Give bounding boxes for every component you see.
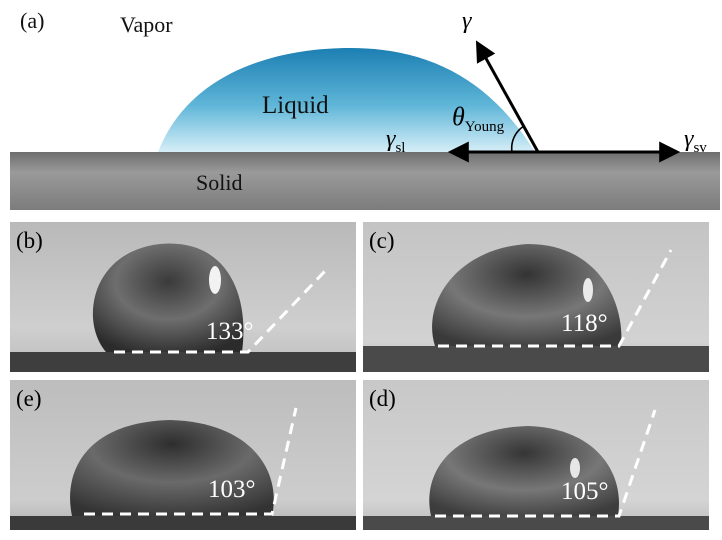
angle-b: 133°: [206, 318, 254, 345]
liquid-label: Liquid: [262, 92, 329, 119]
schematic-drawing: [10, 40, 720, 210]
panel-label-a: (a): [20, 8, 45, 33]
angle-line-e: [84, 407, 298, 516]
vapor-label: Vapor: [120, 12, 173, 37]
panel-label-e: (e): [16, 386, 42, 411]
angle-d: 105°: [561, 478, 609, 505]
angle-e: 103°: [208, 476, 256, 503]
panel-label-d: (d): [369, 386, 396, 411]
droplet-e: [70, 420, 274, 516]
panel-label-c: (c): [369, 228, 395, 253]
angle-c: 118°: [561, 310, 608, 337]
panel-label-b: (b): [16, 228, 43, 253]
schematic-panel: (a) Vapor Liquid Solid γ γsl γsv θYoung: [0, 0, 722, 215]
angle-line-d: [435, 409, 657, 518]
theta-arc: [510, 125, 525, 153]
gamma-label: γ: [462, 8, 472, 34]
photo-panel-e: (e) 103°: [10, 380, 356, 530]
solid-label: Solid: [196, 170, 243, 195]
droplet-d: [429, 426, 619, 516]
theta-young-label: θYoung: [452, 102, 505, 136]
photo-panel-c: (c) 118°: [363, 222, 709, 372]
droplet-b: [92, 243, 244, 352]
solid-substrate: [10, 152, 720, 210]
droplet-c: [432, 244, 622, 346]
angle-line-b: [114, 268, 328, 354]
liquid-droplet: [158, 48, 535, 152]
gamma-sv-label: γsv: [684, 126, 707, 156]
gamma-arrow: [475, 40, 540, 153]
photo-panel-d: (d) 105°: [363, 380, 709, 530]
angle-line-c: [438, 249, 673, 348]
gamma-sl-label: γsl: [386, 126, 406, 156]
photo-panel-b: (b) 133°: [10, 222, 356, 372]
